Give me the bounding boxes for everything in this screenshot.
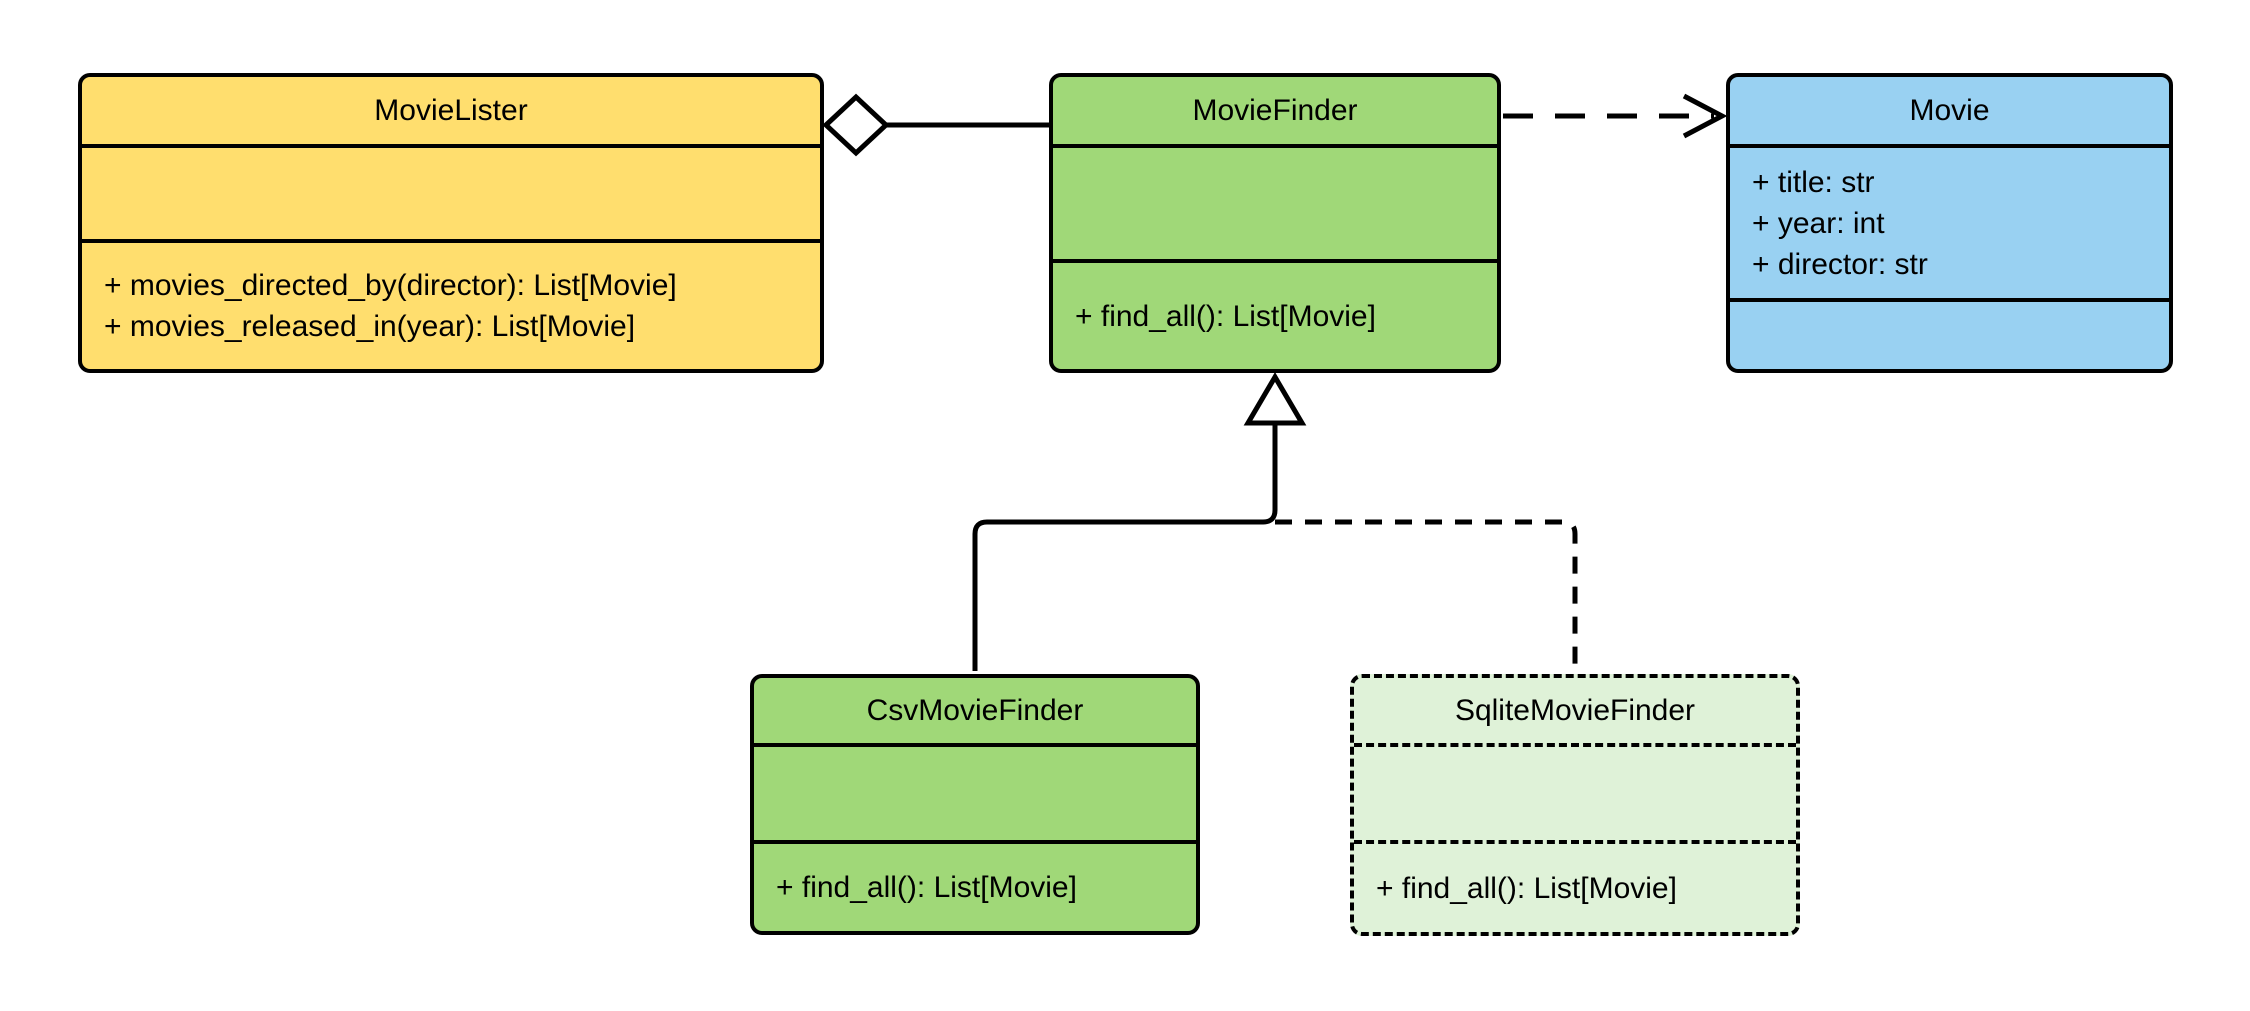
method-label: + movies_released_in(year): List[Movie] [104,310,636,343]
class-moviefinder-methods-compartment: + find_all(): List[Movie] [1053,259,1497,369]
hollow-diamond-icon [822,93,890,157]
class-moviefinder: MovieFinder + find_all(): List[Movie] [1049,73,1501,373]
class-csvmoviefinder: CsvMovieFinder + find_all(): List[Movie] [750,674,1200,935]
class-movie-title: Movie [1909,93,1990,127]
attribute-label: + title: str [1752,165,1875,199]
method-label: + movies_directed_by(director): List[Mov… [104,269,677,302]
method-label: + find_all(): List[Movie] [1075,299,1376,333]
class-movielister: MovieLister + movies_directed_by(directo… [78,73,824,373]
class-csvmoviefinder-title: CsvMovieFinder [866,693,1084,727]
class-movie-methods-compartment [1730,298,2169,369]
dependency-connector-moviefinder-movie [1503,93,1728,139]
class-moviefinder-title: MovieFinder [1192,93,1358,127]
method-label: + find_all(): List[Movie] [776,871,1077,904]
aggregation-connector-movielister-moviefinder [822,93,1049,157]
attribute-label: + year: int [1752,206,1885,240]
open-arrowhead-icon [1682,93,1728,139]
class-sqlitemoviefinder-title: SqliteMovieFinder [1454,693,1696,727]
class-sqlitemoviefinder-methods-compartment: + find_all(): List[Movie] [1354,840,1796,932]
class-movielister-title: MovieLister [374,93,528,127]
class-movielister-attributes-compartment [82,144,820,239]
class-sqlitemoviefinder-attributes-compartment [1354,743,1796,840]
generalization-dashed-path-sqlitemoviefinder [1275,519,1578,671]
class-movielister-methods-compartment: + movies_directed_by(director): List[Mov… [82,239,820,369]
class-movie-attributes-compartment: + title: str + year: int + director: str [1730,144,2169,298]
method-label: + find_all(): List[Movie] [1376,871,1677,905]
class-csvmoviefinder-attributes-compartment [754,743,1196,840]
generalization-solid-path-csvmoviefinder [972,423,1278,671]
generalization-connectors [972,372,1578,671]
class-moviefinder-attributes-compartment [1053,144,1497,259]
attribute-label: + director: str [1752,247,1928,281]
class-sqlitemoviefinder: SqliteMovieFinder + find_all(): List[Mov… [1350,674,1800,936]
class-csvmoviefinder-methods-compartment: + find_all(): List[Movie] [754,840,1196,931]
hollow-triangle-icon [1243,372,1307,426]
class-movie: Movie + title: str + year: int + directo… [1726,73,2173,373]
